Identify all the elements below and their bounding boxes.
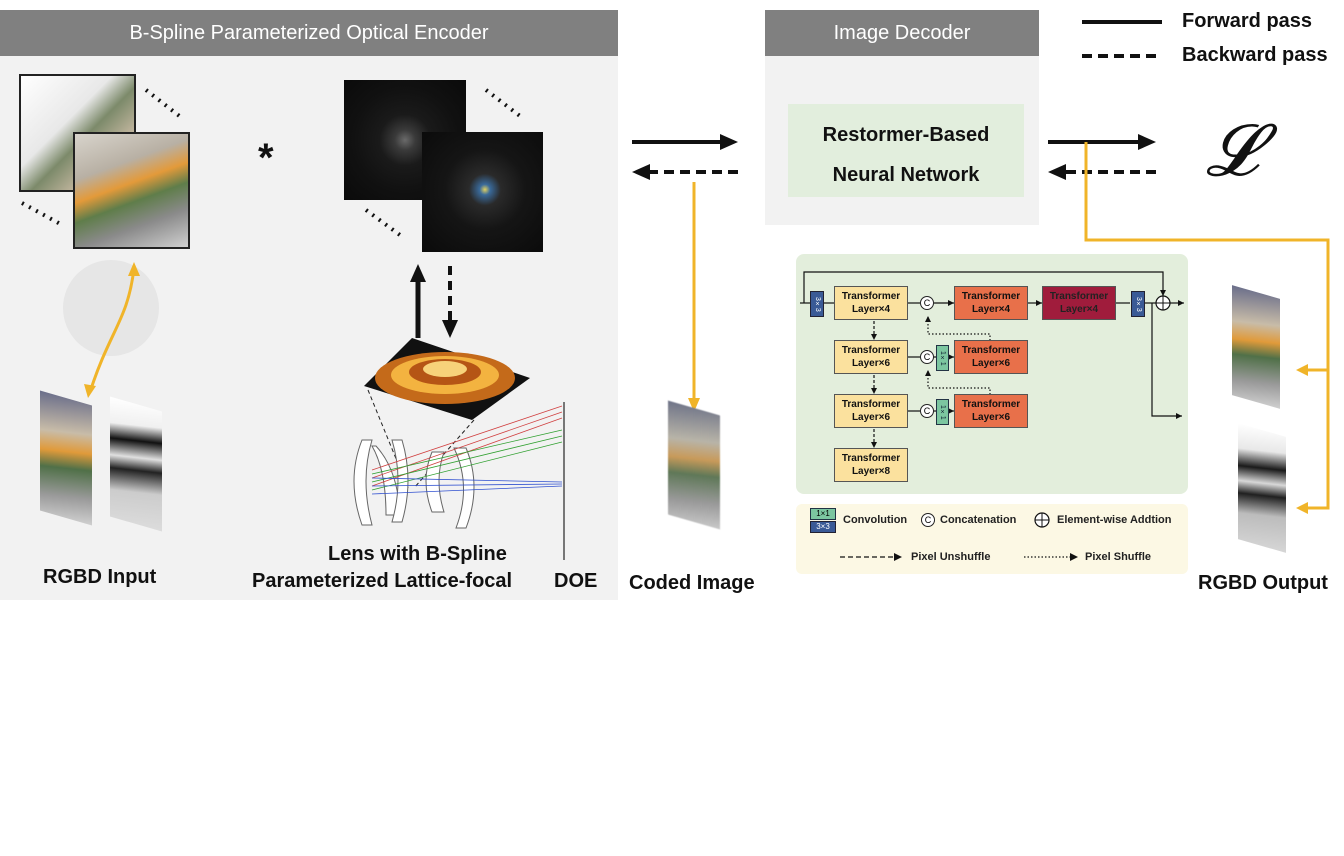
input-link-arrowhead-down	[84, 384, 96, 398]
conv1x1-level3: 1×1	[936, 399, 949, 425]
concat-node-1: C	[920, 296, 934, 310]
decoder-block-1: Transformer Layer×4	[954, 286, 1028, 320]
pass-legend-lines	[1082, 20, 1162, 58]
output-conv3x3: 3×3	[1131, 291, 1145, 317]
encoder-drawings	[21, 88, 565, 560]
coded-image	[668, 400, 720, 530]
legend-concat-icon: C	[921, 513, 935, 527]
legend-concatenation: Concatenation	[940, 514, 1017, 526]
concat-node-3: C	[920, 404, 934, 418]
forward-pass-legend: Forward pass	[1182, 10, 1313, 32]
psf-image-front	[422, 132, 543, 252]
psf-dots-bottom	[364, 208, 406, 240]
output-depth-image	[1238, 423, 1286, 553]
legend-shuffle-arrows	[840, 553, 1078, 561]
rgbd-input-label: RGBD Input	[43, 566, 157, 588]
stack-dots-bottom	[21, 201, 65, 228]
loss-symbol: 𝓛	[1206, 108, 1259, 192]
legend-add-icon	[1034, 512, 1050, 528]
latent-block: Transformer Layer×8	[834, 448, 908, 482]
middle-arrows	[632, 134, 738, 412]
input-depth-image	[110, 396, 162, 532]
rgb-scene-image-front	[73, 132, 190, 249]
lens-label-line2: Parameterized Lattice-focal	[252, 570, 513, 592]
conv1x1-level2: 1×1	[936, 345, 949, 371]
decoder-header: Image Decoder	[765, 10, 1039, 56]
coded-image-label: Coded Image	[629, 572, 755, 594]
legend-pixel-unshuffle: Pixel Unshuffle	[911, 551, 991, 563]
decoder-block-3: Transformer Layer×6	[954, 394, 1028, 428]
output-link-path	[1084, 142, 1330, 510]
legend-conv3-swatch: 3×3	[810, 521, 836, 533]
depth-circle	[63, 260, 159, 356]
stack-dots-top	[144, 88, 184, 120]
architecture-legend	[796, 504, 1188, 574]
input-link-arrowhead-up	[128, 262, 140, 276]
encoder-block-2: Transformer Layer×6	[834, 340, 908, 374]
architecture-connections	[800, 271, 1184, 448]
network-line1: Restormer-Based	[822, 124, 990, 146]
encoder-block-1: Transformer Layer×4	[834, 286, 908, 320]
ray-bundles	[371, 405, 563, 495]
doe-label: DOE	[554, 570, 598, 592]
encoder-block-3: Transformer Layer×6	[834, 394, 908, 428]
concat-node-2: C	[920, 350, 934, 364]
refinement-block: Transformer Layer×4	[1042, 286, 1116, 320]
backward-pass-legend: Backward pass	[1182, 44, 1328, 66]
legend-conv1-swatch: 1×1	[810, 508, 836, 520]
convolution-symbol: *	[258, 136, 274, 180]
network-line2: Neural Network	[832, 164, 980, 186]
psf-dots-top	[484, 88, 522, 118]
input-conv3x3: 3×3	[810, 291, 824, 317]
legend-convolution: Convolution	[843, 514, 908, 526]
output-rgb-image	[1232, 285, 1280, 409]
legend-addition: Element-wise Addtion	[1057, 514, 1172, 526]
restormer-network-box: Restormer-Based Neural Network	[788, 104, 1024, 197]
legend-pixel-shuffle: Pixel Shuffle	[1085, 551, 1152, 563]
input-rgb-image	[40, 390, 92, 526]
loss-arrows	[1048, 134, 1330, 514]
decoder-block-2: Transformer Layer×6	[954, 340, 1028, 374]
lens-label-line1: Lens with B-Spline	[328, 543, 507, 565]
rgbd-output-label: RGBD Output	[1198, 572, 1328, 594]
encoder-header: B-Spline Parameterized Optical Encoder	[0, 10, 618, 56]
input-link-path	[88, 267, 136, 393]
